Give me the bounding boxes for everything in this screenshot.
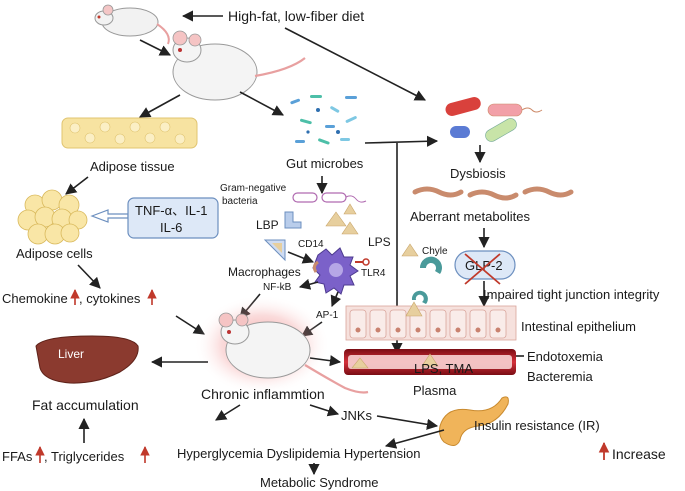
tlr4-label: TLR4 — [361, 268, 386, 279]
lps-particles — [325, 203, 359, 235]
chyle-particle — [401, 243, 419, 257]
lbp-icon — [284, 211, 302, 229]
arrow-microbes-to-dysbiosis — [364, 135, 439, 147]
arrow-diet-to-dysbiosis — [284, 27, 426, 101]
il6-label: IL-6 — [160, 220, 182, 235]
chyle-icon — [419, 256, 442, 274]
insulin-resistance-label: Insulin resistance (IR) — [474, 418, 600, 433]
bacteremia-label: Bacteremia — [527, 369, 594, 384]
arrow-cells-to-chemokine — [77, 264, 101, 289]
lps-label: LPS — [368, 235, 391, 249]
arrow-inflammation-to-hyperglycemia — [215, 404, 241, 421]
arrow-small-to-big-mouse — [139, 39, 172, 56]
dysbiosis-bacteria-icon — [445, 97, 543, 142]
pancreas-icon — [439, 396, 509, 446]
arrow-mouse-to-microbes — [239, 91, 284, 116]
secretion-arrow — [90, 209, 129, 223]
cytokines-label: , cytokines — [79, 291, 141, 306]
gram-negative-label-2: bacteria — [222, 196, 258, 207]
glp2-cross-icon — [464, 253, 501, 285]
gut-microbes-label: Gut microbes — [286, 156, 364, 171]
arrow-cd14-to-macrophage — [287, 251, 315, 264]
adipose-tissue-label: Adipose tissue — [90, 159, 175, 174]
arrow-inflammation-to-vessel — [309, 355, 342, 367]
ffas-label: FFAs — [2, 449, 33, 464]
gut-microbes-icon — [290, 95, 357, 145]
macrophage-icon — [312, 247, 370, 295]
cytokine-box — [127, 197, 219, 239]
intestinal-epithelium-label: Intestinal epithelium — [521, 319, 636, 334]
plasma-particles — [351, 353, 439, 369]
arrow-tissue-to-cells — [65, 176, 89, 195]
arrow-ir-to-hypertension — [384, 429, 445, 449]
impaired-tj-label: Impaired tight junction integrity — [483, 287, 660, 302]
metabolic-syndrome-label: Metabolic Syndrome — [260, 475, 379, 490]
inflamed-mouse-icon — [218, 312, 369, 394]
arrow-macrophage-to-ap1 — [330, 291, 342, 308]
chemokine-label: Chemokine — [2, 291, 68, 306]
ap1-label: AP-1 — [316, 310, 339, 321]
chyle-label: Chyle — [422, 246, 448, 257]
nfkb-label: NF-kB — [263, 282, 292, 293]
cd14-label: CD14 — [298, 239, 324, 250]
adipose-cells-icon — [17, 189, 88, 245]
lbp-label: LBP — [256, 218, 279, 232]
fat-accumulation-label: Fat accumulation — [32, 397, 139, 413]
arrow-mouse-to-adipose — [139, 94, 181, 118]
arrow-jnks-to-pancreas — [376, 415, 439, 430]
macrophages-label: Macrophages — [228, 265, 301, 279]
jnks-label: JNKs — [341, 408, 373, 423]
arrow-macrophage-to-nfkb — [298, 278, 319, 290]
gram-negative-bacteria-icon — [292, 192, 367, 203]
adipose-cells-label: Adipose cells — [16, 246, 93, 261]
dysbiosis-label: Dysbiosis — [450, 166, 506, 181]
liver-icon — [35, 335, 139, 384]
gram-negative-label-1: Gram-negative — [220, 183, 287, 194]
chronic-inflammation-label: Chronic inflammtion — [201, 386, 325, 402]
liver-label: Liver — [58, 347, 84, 361]
diet-label: High-fat, low-fiber diet — [228, 8, 364, 24]
plasma-label: Plasma — [413, 383, 457, 398]
triglycerides-label: , Triglycerides — [44, 449, 125, 464]
lps-tma-label: LPS, TMA — [414, 361, 473, 376]
big-mouse-icon — [172, 30, 306, 101]
metabolites-icon — [412, 186, 574, 201]
intestinal-epithelium-icon — [345, 290, 517, 341]
adipose-tissue-icon — [61, 117, 198, 149]
increase-legend-label: Increase — [612, 446, 666, 462]
aberrant-metabolites-label: Aberrant metabolites — [410, 209, 530, 224]
small-mouse-icon — [94, 4, 170, 45]
arrow-inflammation-to-jnks — [309, 404, 340, 417]
endotoxemia-label: Endotoxemia — [527, 349, 604, 364]
hyperglycemia-label: Hyperglycemia Dyslipidemia Hypertension — [177, 446, 420, 461]
tnf-label: TNF-α、IL-1 — [135, 203, 208, 218]
